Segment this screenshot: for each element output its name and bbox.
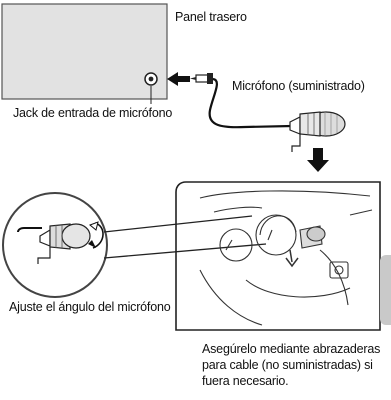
rear-panel-label: Panel trasero xyxy=(175,10,247,24)
mic-plug-icon xyxy=(190,73,213,84)
down-arrow-icon xyxy=(307,148,329,172)
microphone-icon xyxy=(289,111,346,152)
mic-cable xyxy=(208,77,293,129)
insert-arrow-icon xyxy=(167,72,190,86)
dashboard-frame xyxy=(175,181,381,331)
page-edge-tab xyxy=(380,255,391,325)
mic-jack-label: Jack de entrada de micrófono xyxy=(13,106,173,120)
dashboard-illustration xyxy=(199,190,373,326)
microphone-label: Micrófono (suministrado) xyxy=(232,79,365,93)
secure-cable-note: Asegúrelo mediante abrazaderas para cabl… xyxy=(202,342,381,388)
rotate-arrow-icon xyxy=(88,240,96,248)
adjust-angle-label: Ajuste el ángulo del micrófono xyxy=(9,300,171,314)
rear-panel xyxy=(1,3,168,100)
mic-input-jack-icon xyxy=(144,72,158,104)
mic-angle-zoom-circle xyxy=(2,192,267,298)
